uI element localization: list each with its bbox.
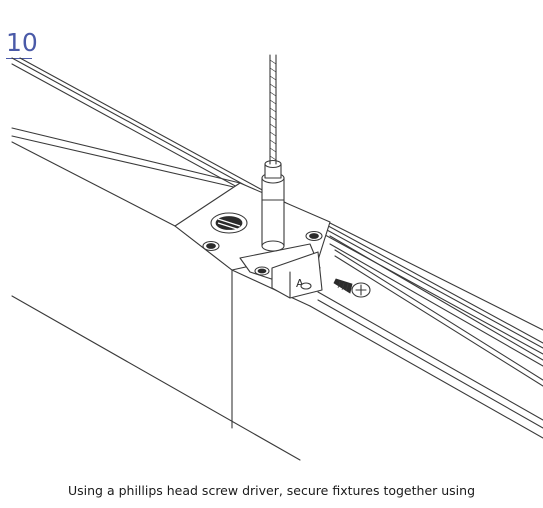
connector-bracket: A — [271, 251, 323, 299]
plate-screw-front — [254, 266, 270, 276]
bracket-marking: A — [296, 277, 304, 290]
fixture-rail-right — [309, 217, 543, 439]
phillips-screw-icon — [333, 278, 371, 298]
cable-gripper-icon — [261, 159, 285, 252]
step-number-underline — [6, 58, 32, 59]
instruction-caption: Using a phillips head screw driver, secu… — [67, 483, 476, 498]
plate-screw-right — [305, 230, 323, 242]
step-number: 10 — [6, 28, 38, 57]
slotted-screw-head — [210, 212, 248, 234]
plate-screw-left — [202, 240, 220, 252]
suspension-cable-icon — [269, 54, 277, 165]
